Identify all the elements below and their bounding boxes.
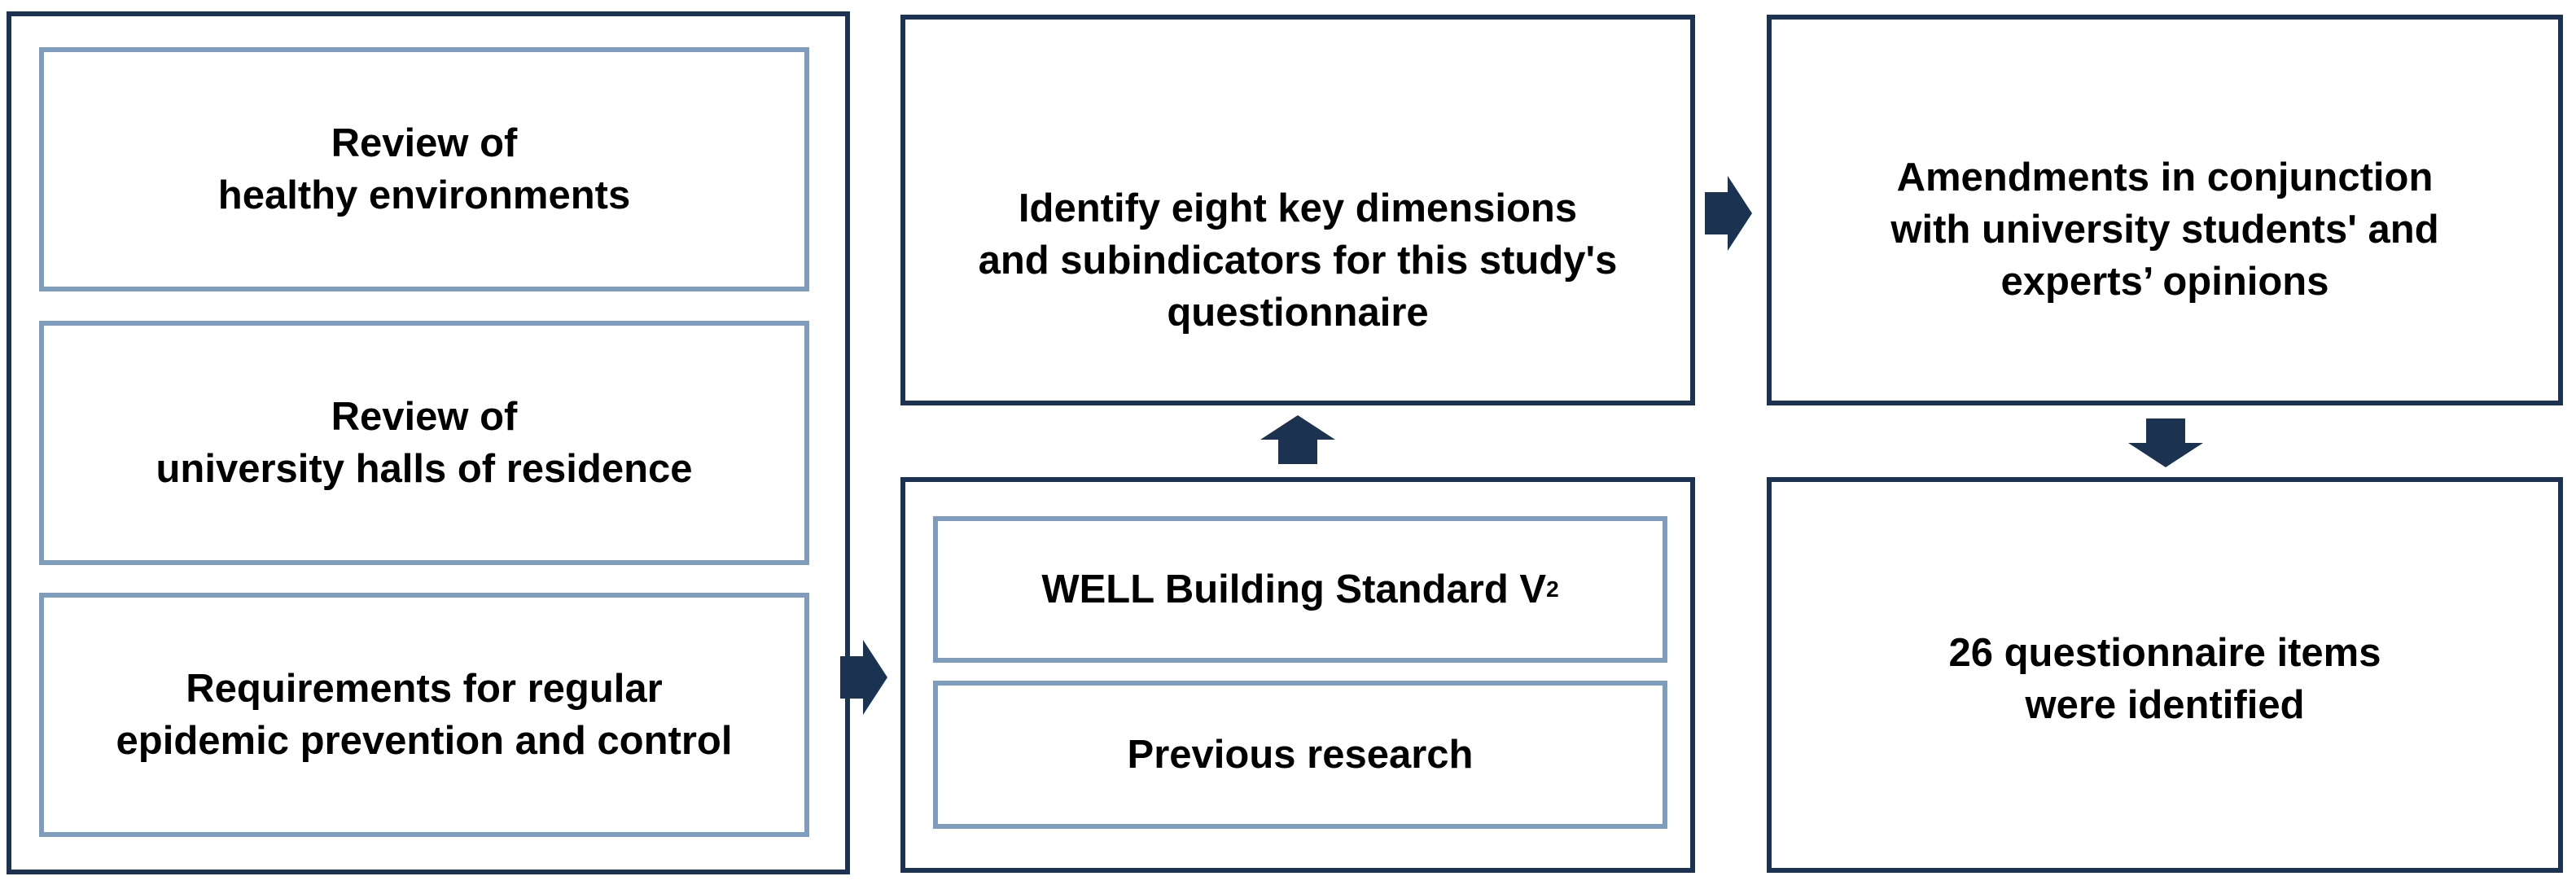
identify-dimensions-label: Identify eight key dimensions and subind… xyxy=(978,186,1618,335)
identify-dimensions-box: Identify eight key dimensions and subind… xyxy=(900,15,1695,405)
arrow-down-icon xyxy=(2128,418,2203,467)
epidemic-requirements-label: Requirements for regular epidemic preven… xyxy=(116,667,733,763)
previous-research-label: Previous research xyxy=(1127,733,1474,777)
questionnaire-items-box: 26 questionnaire items were identified xyxy=(1767,477,2563,873)
halls-of-residence-box: Review of university halls of residence xyxy=(39,321,809,565)
healthy-environments-box: Review of healthy environments xyxy=(39,47,809,291)
review-sources-group: Review of healthy environments Review of… xyxy=(7,11,850,874)
previous-research-box: Previous research xyxy=(933,681,1667,829)
halls-of-residence-label: Review of university halls of residence xyxy=(156,395,693,491)
arrow-right-icon xyxy=(1705,176,1752,251)
arrow-right-icon xyxy=(840,640,887,715)
questionnaire-items-label: 26 questionnaire items were identified xyxy=(1948,631,2381,727)
amendments-box: Amendments in conjunction with universit… xyxy=(1767,15,2563,405)
healthy-environments-label: Review of healthy environments xyxy=(217,121,631,217)
arrow-up-icon xyxy=(1260,415,1335,464)
amendments-label: Amendments in conjunction with universit… xyxy=(1890,156,2439,304)
epidemic-requirements-box: Requirements for regular epidemic preven… xyxy=(39,593,809,837)
well-standard-text: WELL Building Standard V xyxy=(1041,567,1547,611)
